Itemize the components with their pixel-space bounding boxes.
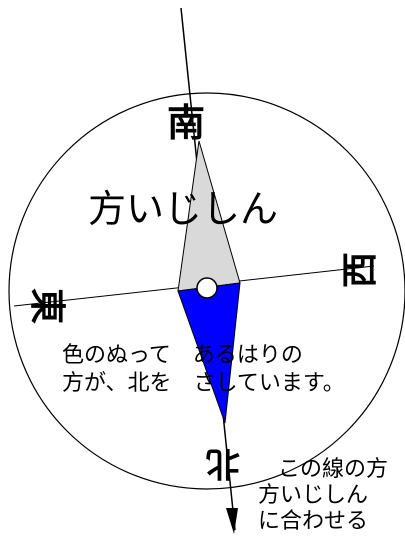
note-line-2: 方いじしん bbox=[258, 483, 368, 508]
description-line-2: 方が、北を さしています。 bbox=[62, 371, 345, 396]
note-line-3: に合わせる bbox=[258, 509, 368, 534]
direction-label-north: 北 bbox=[206, 443, 240, 483]
note-line-1: この線の方 bbox=[278, 457, 388, 482]
needle-pivot bbox=[196, 277, 218, 299]
direction-label-east: 東 bbox=[26, 288, 67, 324]
description-line-1: 色のぬって あるはりの bbox=[62, 343, 303, 368]
compass-dial bbox=[8, 92, 405, 490]
compass-title: 方いじしん bbox=[88, 187, 278, 231]
reference-line-arrowhead bbox=[226, 508, 238, 534]
direction-label-south: 南 bbox=[167, 101, 205, 145]
direction-label-west: 西 bbox=[340, 252, 381, 288]
